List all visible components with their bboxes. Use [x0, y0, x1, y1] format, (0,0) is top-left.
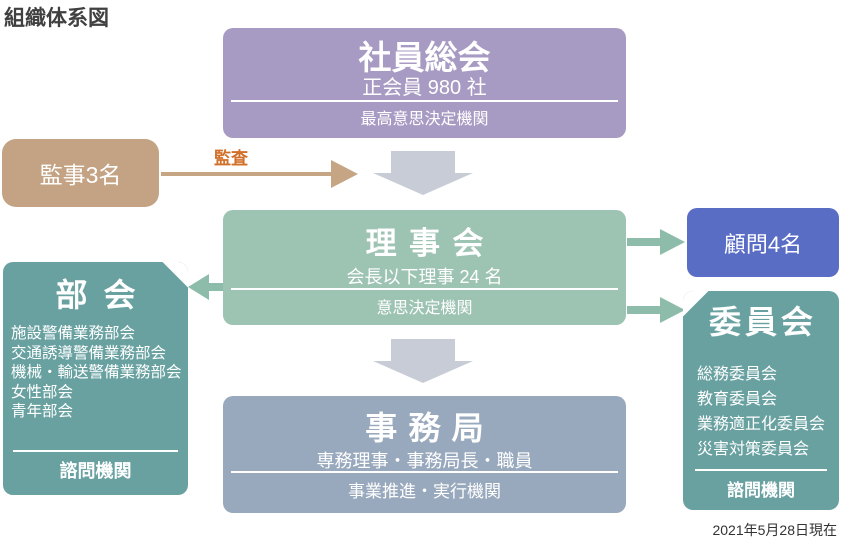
- general-meeting-box: 社員総会 正会員 980 社 最高意思決定機関: [223, 28, 626, 138]
- divisions-box: 部会 施設警備業務部会 交通誘導警備業務部会 機械・輸送警備業務部会 女性部会 …: [3, 262, 188, 495]
- list-item: 機械・輸送警備業務部会: [11, 364, 182, 381]
- arrow-shaft: [627, 306, 660, 314]
- general-meeting-subtitle: 正会員 980 社: [362, 77, 487, 99]
- arrow-head: [660, 229, 685, 255]
- left-arrow-icon: [188, 274, 223, 300]
- arrow-head: [373, 173, 473, 195]
- divisions-role: 諮問機関: [59, 461, 132, 481]
- arrow-shaft: [209, 283, 223, 291]
- secretariat-box: 事務局 専務理事・事務局長・職員 事業推進・実行機関: [223, 396, 626, 513]
- list-item: 交通誘導警備業務部会: [11, 344, 167, 362]
- divider: [231, 100, 618, 102]
- list-item: 業務適正化委員会: [697, 416, 826, 433]
- secretariat-title: 事務局: [365, 410, 495, 446]
- date-note: 2021年5月28日現在: [712, 522, 837, 538]
- advisors-box: 顧問4名: [687, 208, 839, 277]
- advisors-label: 顧問4名: [723, 231, 803, 257]
- audit-arrow-head: [331, 160, 358, 188]
- committees-box: 委員会 総務委員会 教育委員会 業務適正化委員会 災害対策委員会 諮問機関: [683, 291, 839, 510]
- divider: [695, 469, 827, 471]
- divisions-list: 施設警備業務部会 交通誘導警備業務部会 機械・輸送警備業務部会 女性部会 青年部…: [11, 324, 182, 422]
- audit-arrow-line: [161, 172, 332, 176]
- arrow-shaft: [391, 151, 455, 173]
- arrow-head: [660, 297, 685, 323]
- committees-role: 諮問機関: [727, 481, 795, 500]
- secretariat-subtitle: 専務理事・事務局長・職員: [316, 451, 533, 471]
- list-item: 災害対策委員会: [697, 441, 810, 458]
- arrow-shaft: [627, 238, 660, 246]
- list-item: 青年部会: [11, 403, 74, 420]
- arrow-head: [373, 361, 473, 383]
- secretariat-role: 事業推進・実行機関: [348, 482, 501, 501]
- down-arrow-icon: [373, 339, 473, 383]
- list-item: 教育委員会: [697, 391, 778, 408]
- page-title: 組織体系図: [4, 7, 109, 30]
- down-arrow-icon: [373, 151, 473, 195]
- audit-arrow-label: 監査: [214, 149, 248, 168]
- right-arrow-icon: [627, 229, 685, 255]
- arrow-head: [188, 274, 209, 300]
- divisions-title: 部会: [55, 277, 152, 313]
- board-box: 理事会 会長以下理事 24 名 意思決定機関: [223, 210, 626, 325]
- divider: [13, 450, 178, 452]
- divider: [231, 288, 618, 290]
- list-item: 施設警備業務部会: [11, 325, 136, 342]
- board-title: 理事会: [365, 226, 496, 261]
- divider: [231, 471, 618, 473]
- list-item: 女性部会: [11, 383, 74, 401]
- general-meeting-role: 最高意思決定機関: [360, 111, 489, 128]
- arrow-shaft: [391, 339, 455, 361]
- list-item: 総務委員会: [697, 366, 778, 383]
- board-role: 意思決定機関: [376, 300, 473, 317]
- right-arrow-icon: [627, 297, 685, 323]
- board-subtitle: 会長以下理事 24 名: [346, 267, 503, 287]
- committees-list: 総務委員会 教育委員会 業務適正化委員会 災害対策委員会: [697, 362, 825, 462]
- general-meeting-title: 社員総会: [358, 39, 491, 76]
- committees-title: 委員会: [709, 304, 817, 340]
- auditors-label: 監事3名: [39, 162, 122, 188]
- auditors-box: 監事3名: [2, 139, 159, 207]
